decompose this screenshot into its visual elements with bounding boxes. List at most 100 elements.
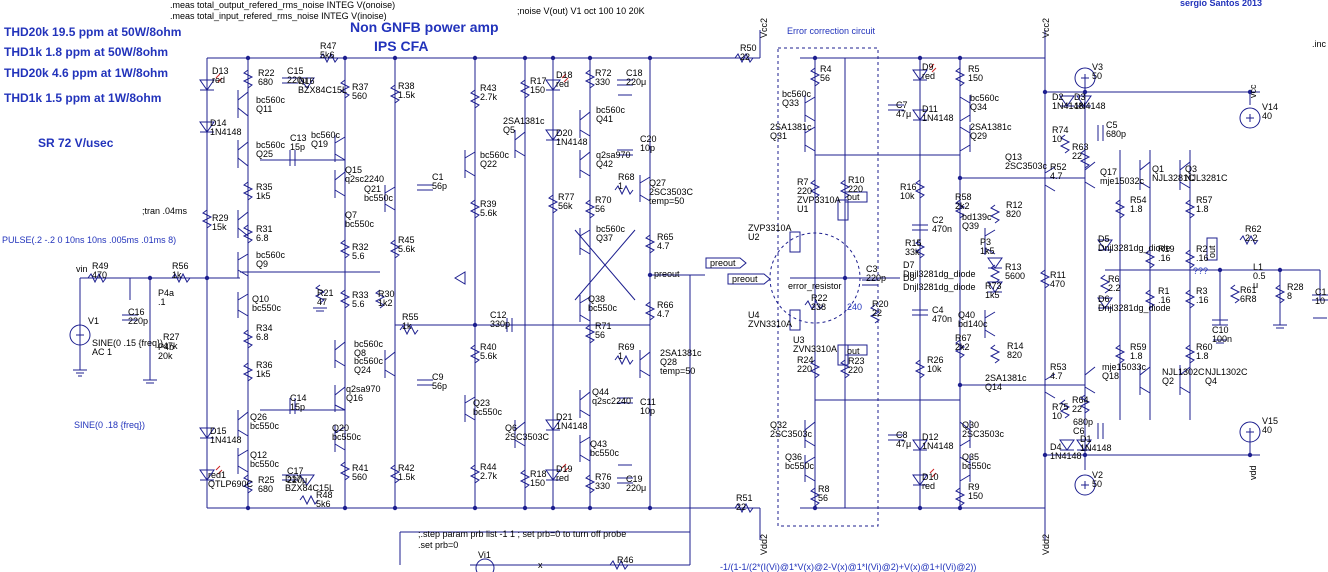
component-label: R59 xyxy=(1130,342,1147,352)
transistor-symbols xyxy=(237,90,1191,482)
component-label: 560 xyxy=(352,91,367,101)
step-directive: ;.step param prb list -1 1 ; set prb=0 t… xyxy=(418,529,626,539)
component-label: red xyxy=(212,75,225,85)
component-label: V15 xyxy=(1262,416,1278,426)
component-label: C20 xyxy=(640,134,657,144)
component-label: C5 xyxy=(1106,120,1118,130)
component-label: .16 xyxy=(1158,295,1171,305)
component-label: 0.5 xyxy=(1253,271,1266,281)
component-label: bc550c xyxy=(364,193,394,203)
component-label: R60 xyxy=(1196,342,1213,352)
component-label: U4 xyxy=(748,310,760,320)
component-label: 1k xyxy=(172,270,182,280)
component-label: C3 xyxy=(866,264,878,274)
component-label: R18 xyxy=(530,469,547,479)
component-label: D9 xyxy=(922,62,934,72)
component-label: 1N4148 xyxy=(210,435,242,445)
component-label: R10 xyxy=(848,175,865,185)
component-label: L1 xyxy=(1253,262,1263,272)
component-label: C19 xyxy=(626,474,643,484)
component-label: red xyxy=(556,79,569,89)
component-label: bc550c xyxy=(473,407,503,417)
component-label: 330 xyxy=(595,77,610,87)
component-label: 1k5 xyxy=(980,246,995,256)
net-labels: Vcc2 Vcc2 Vdd2 Vdd2 vcc vdd preout preou… xyxy=(76,18,1258,570)
component-label: D19 xyxy=(556,464,573,474)
component-label: NJL3281C xyxy=(1185,173,1228,183)
component-labels: D13redR22680C15220μD16BZX84C15LR475k6R37… xyxy=(88,41,1327,565)
component-label: Q42 xyxy=(596,159,613,169)
source-symbols xyxy=(69,67,1261,572)
component-label: 1N4148 xyxy=(1052,101,1084,111)
component-label: R13 xyxy=(1005,262,1022,272)
component-label: D13 xyxy=(212,66,229,76)
component-label: C11 xyxy=(640,397,656,407)
component-label: 10k xyxy=(927,364,942,374)
component-label: bc560c xyxy=(480,150,510,160)
component-label: C18 xyxy=(626,68,643,78)
component-label: Vi1 xyxy=(478,550,491,560)
component-label: 2.7k xyxy=(480,92,498,102)
component-label: Q41 xyxy=(596,114,613,124)
component-label: 1N4148 xyxy=(556,421,588,431)
diode-symbols xyxy=(199,69,1113,486)
component-label: 220μ xyxy=(287,75,307,85)
component-label: red xyxy=(556,473,569,483)
component-label: 220 xyxy=(797,186,812,196)
component-label: U2 xyxy=(748,232,760,242)
component-label: R53 xyxy=(1050,362,1067,372)
component-label: Q27 xyxy=(649,178,666,188)
component-label: D20 xyxy=(556,128,573,138)
component-label: R39 xyxy=(480,199,497,209)
component-label: Q32 xyxy=(770,420,787,430)
slew-rate: SR 72 V/usec xyxy=(38,136,114,150)
meas-output-directive: .meas total_output_refered_rms_noise INT… xyxy=(170,0,395,10)
component-label: D14 xyxy=(210,118,227,128)
component-label: R38 xyxy=(398,81,415,91)
component-label: 150 xyxy=(530,478,545,488)
component-label: .16 xyxy=(1196,253,1209,263)
component-label: 2SC3503c xyxy=(962,429,1005,439)
component-label: Q35 xyxy=(962,452,979,462)
component-label: 1 xyxy=(618,181,623,191)
component-label: 6.8 xyxy=(256,332,269,342)
component-label: R31 xyxy=(256,224,273,234)
component-label: Q17 xyxy=(1100,167,1117,177)
component-label: 2SC3503c xyxy=(770,429,813,439)
component-label: 680 xyxy=(258,484,273,494)
preout-flag-2: preout xyxy=(732,274,758,284)
junction-dots xyxy=(147,55,1283,511)
component-label: Q33 xyxy=(782,98,799,108)
component-label: 15p xyxy=(290,142,305,152)
component-label: bc560c xyxy=(782,89,812,99)
component-label: C17 xyxy=(287,466,304,476)
component-label: C10 xyxy=(1212,325,1229,335)
component-label: R69 xyxy=(618,342,635,352)
component-label: 150 xyxy=(530,85,545,95)
component-label: R55 xyxy=(402,312,419,322)
meas-input-directive: .meas total_input_refered_rms_noise INTE… xyxy=(170,11,387,21)
component-label: 220μ xyxy=(287,475,307,485)
component-label: SINE(0 .15 {freq}) xyxy=(92,338,163,348)
component-label: 1k xyxy=(402,321,412,331)
component-label: R42 xyxy=(398,463,415,473)
component-label: temp=50 xyxy=(660,366,695,376)
component-label: P4b xyxy=(158,342,174,352)
component-label: 2SA1381c xyxy=(970,122,1012,132)
component-label: R21 xyxy=(317,288,334,298)
component-label: BZX84C15L xyxy=(285,483,334,493)
component-label: Q2 xyxy=(1162,376,1174,386)
component-label: ZVN3310A xyxy=(748,319,792,329)
component-label: 2k2 xyxy=(955,342,970,352)
component-label: 1.5k xyxy=(398,90,416,100)
component-label: μ xyxy=(1253,280,1258,290)
component-label: q2sc2240 xyxy=(592,396,631,406)
component-label: bc550c xyxy=(785,461,815,471)
component-label: Q7 xyxy=(345,210,357,220)
component-label: C14 xyxy=(290,393,307,403)
component-label: R24 xyxy=(797,355,814,365)
component-label: Q29 xyxy=(970,131,987,141)
component-label: 220μ xyxy=(626,483,646,493)
out-flag-2: out xyxy=(847,346,860,356)
component-label: R15 xyxy=(905,238,922,248)
